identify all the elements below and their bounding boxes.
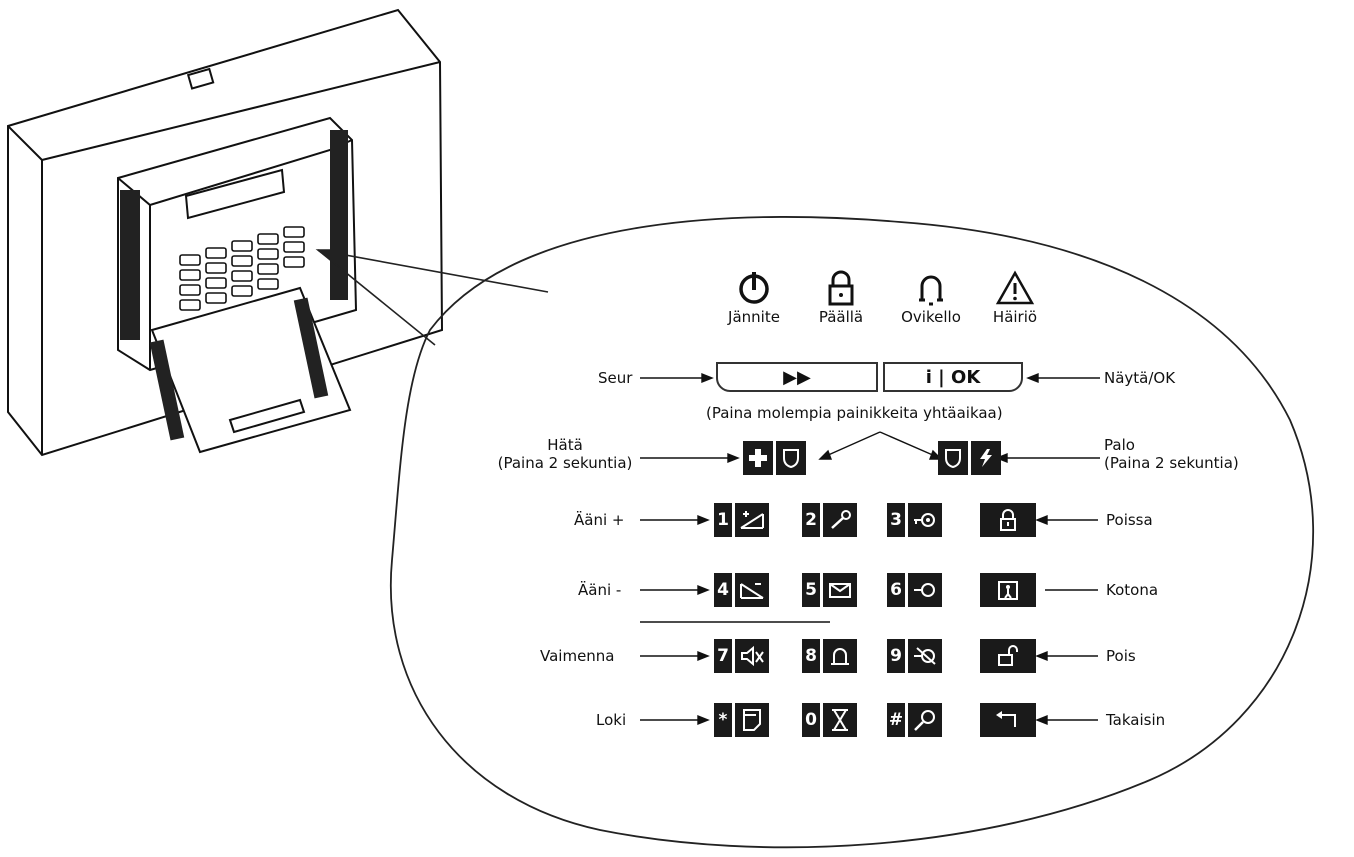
zoom-connector-lines [315,249,549,346]
shield-icon [776,441,806,475]
label-off: Pois [1106,647,1136,665]
label-show-ok: Näytä/OK [1104,369,1176,387]
label-fire: Palo (Paina 2 sekuntia) [1104,436,1284,472]
next-button[interactable]: ▶▶ [716,362,878,392]
volume-down-icon [735,573,769,607]
key-9[interactable]: 9 [887,639,942,673]
volume-up-icon [735,503,769,537]
key-0[interactable]: 0 [802,703,857,737]
label-volume-up: Ääni + [574,511,625,529]
mute-icon [735,639,769,673]
key-2[interactable]: 2 [802,503,857,537]
indicator-power-label: Jännite [728,308,780,326]
label-home: Kotona [1106,581,1159,599]
key-5[interactable]: 5 [802,573,857,607]
indicator-trouble-label: Häiriö [992,308,1038,326]
label-mute: Vaimenna [540,647,615,665]
search-icon [908,703,942,737]
label-away: Poissa [1106,511,1153,529]
label-volume-down: Ääni - [578,581,622,599]
key-icon [908,503,942,537]
microphone-icon [823,503,857,537]
indicator-power: Jännite [709,270,799,326]
key-3[interactable]: 3 [887,503,942,537]
label-fire-title: Palo [1104,436,1135,454]
home-key[interactable] [980,573,1036,607]
indicator-chime: Ovikello [886,270,976,326]
back-key[interactable] [980,703,1036,737]
panic-key[interactable] [743,441,806,475]
padlock-icon [828,270,854,306]
key-7[interactable]: 7 [714,639,769,673]
back-arrow-icon [980,703,1036,737]
key-4[interactable]: 4 [714,573,769,607]
alarm-panel-device [7,8,444,457]
label-next: Seur [598,369,633,387]
show-ok-button[interactable]: i | OK [883,362,1023,392]
keyhole-icon [908,573,942,607]
indicator-armed: Päällä [796,270,886,326]
key-star[interactable]: * [714,703,769,737]
padlock-open-icon [980,639,1036,673]
indicator-trouble: Häiriö [970,270,1060,326]
off-key[interactable] [980,639,1036,673]
label-panic: Hätä (Paina 2 sekuntia) [490,436,640,472]
log-icon [735,703,769,737]
key-8[interactable]: 8 [802,639,857,673]
hourglass-icon [823,703,857,737]
label-panic-title: Hätä [547,436,583,454]
away-key[interactable] [980,503,1036,537]
warning-icon [995,270,1035,305]
shield-icon [938,441,968,475]
label-log: Loki [596,711,627,729]
info-ok-icon: i | OK [925,366,981,388]
label-both-keys-note: (Paina molempia painikkeita yhtäaikaa) [706,404,1003,422]
indicator-chime-label: Ovikello [901,308,961,326]
label-back: Takaisin [1106,711,1166,729]
key-hash[interactable]: # [887,703,942,737]
label-fire-note: (Paina 2 sekuntia) [1104,454,1239,472]
home-person-icon [980,573,1036,607]
key-1[interactable]: 1 [714,503,769,537]
indicator-armed-label: Päällä [818,308,864,326]
fast-forward-icon: ▶▶ [783,366,811,388]
key-6[interactable]: 6 [887,573,942,607]
power-icon [739,272,769,304]
fire-key[interactable] [938,441,1001,475]
key-crossed-icon [908,639,942,673]
fire-icon [971,441,1001,475]
bell-small-icon [823,639,857,673]
magnifier-oval [390,216,1315,849]
label-panic-note: (Paina 2 sekuntia) [497,454,633,472]
bell-icon [919,275,943,306]
message-icon [823,573,857,607]
leader-arrows [640,372,1100,726]
padlock-closed-icon [980,503,1036,537]
plus-icon [743,441,773,475]
